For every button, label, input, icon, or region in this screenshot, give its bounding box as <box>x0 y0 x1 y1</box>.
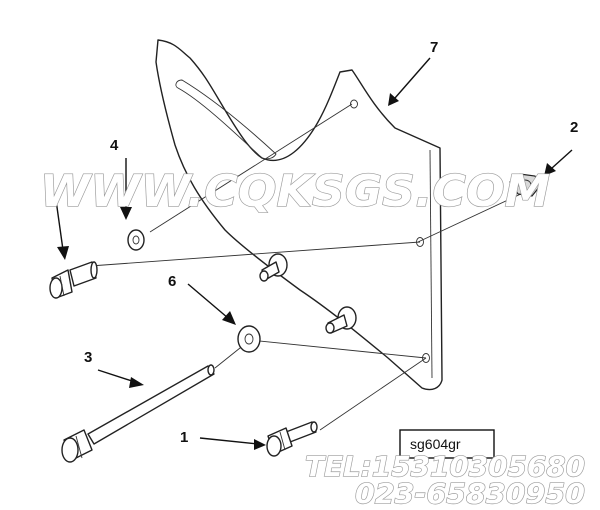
bracket-plate <box>155 39 443 391</box>
callout-2: 2 <box>570 119 578 136</box>
washer-lower <box>237 325 261 353</box>
leader-arrows <box>55 57 573 450</box>
callout-6: 6 <box>168 273 176 290</box>
callout-7: 7 <box>430 39 438 56</box>
washer-upper <box>127 229 145 251</box>
flanged-bolt <box>49 261 98 299</box>
long-bolt <box>61 364 215 463</box>
watermark-site: WWW.CQKSGS.COM <box>40 166 550 217</box>
callout-3: 3 <box>84 349 92 366</box>
drawing-code: sg604gr <box>410 436 461 452</box>
drawing-code-box: sg604gr <box>399 429 495 459</box>
watermark-phone: TEL:15310305680 <box>305 450 585 483</box>
callout-4: 4 <box>110 137 119 154</box>
stud-lower <box>325 306 357 334</box>
watermark-phone-2: 023-65830950 <box>355 477 585 510</box>
stud-upper <box>259 253 288 282</box>
short-bolt <box>266 421 318 457</box>
callout-1: 1 <box>180 429 188 446</box>
nut <box>509 173 541 197</box>
